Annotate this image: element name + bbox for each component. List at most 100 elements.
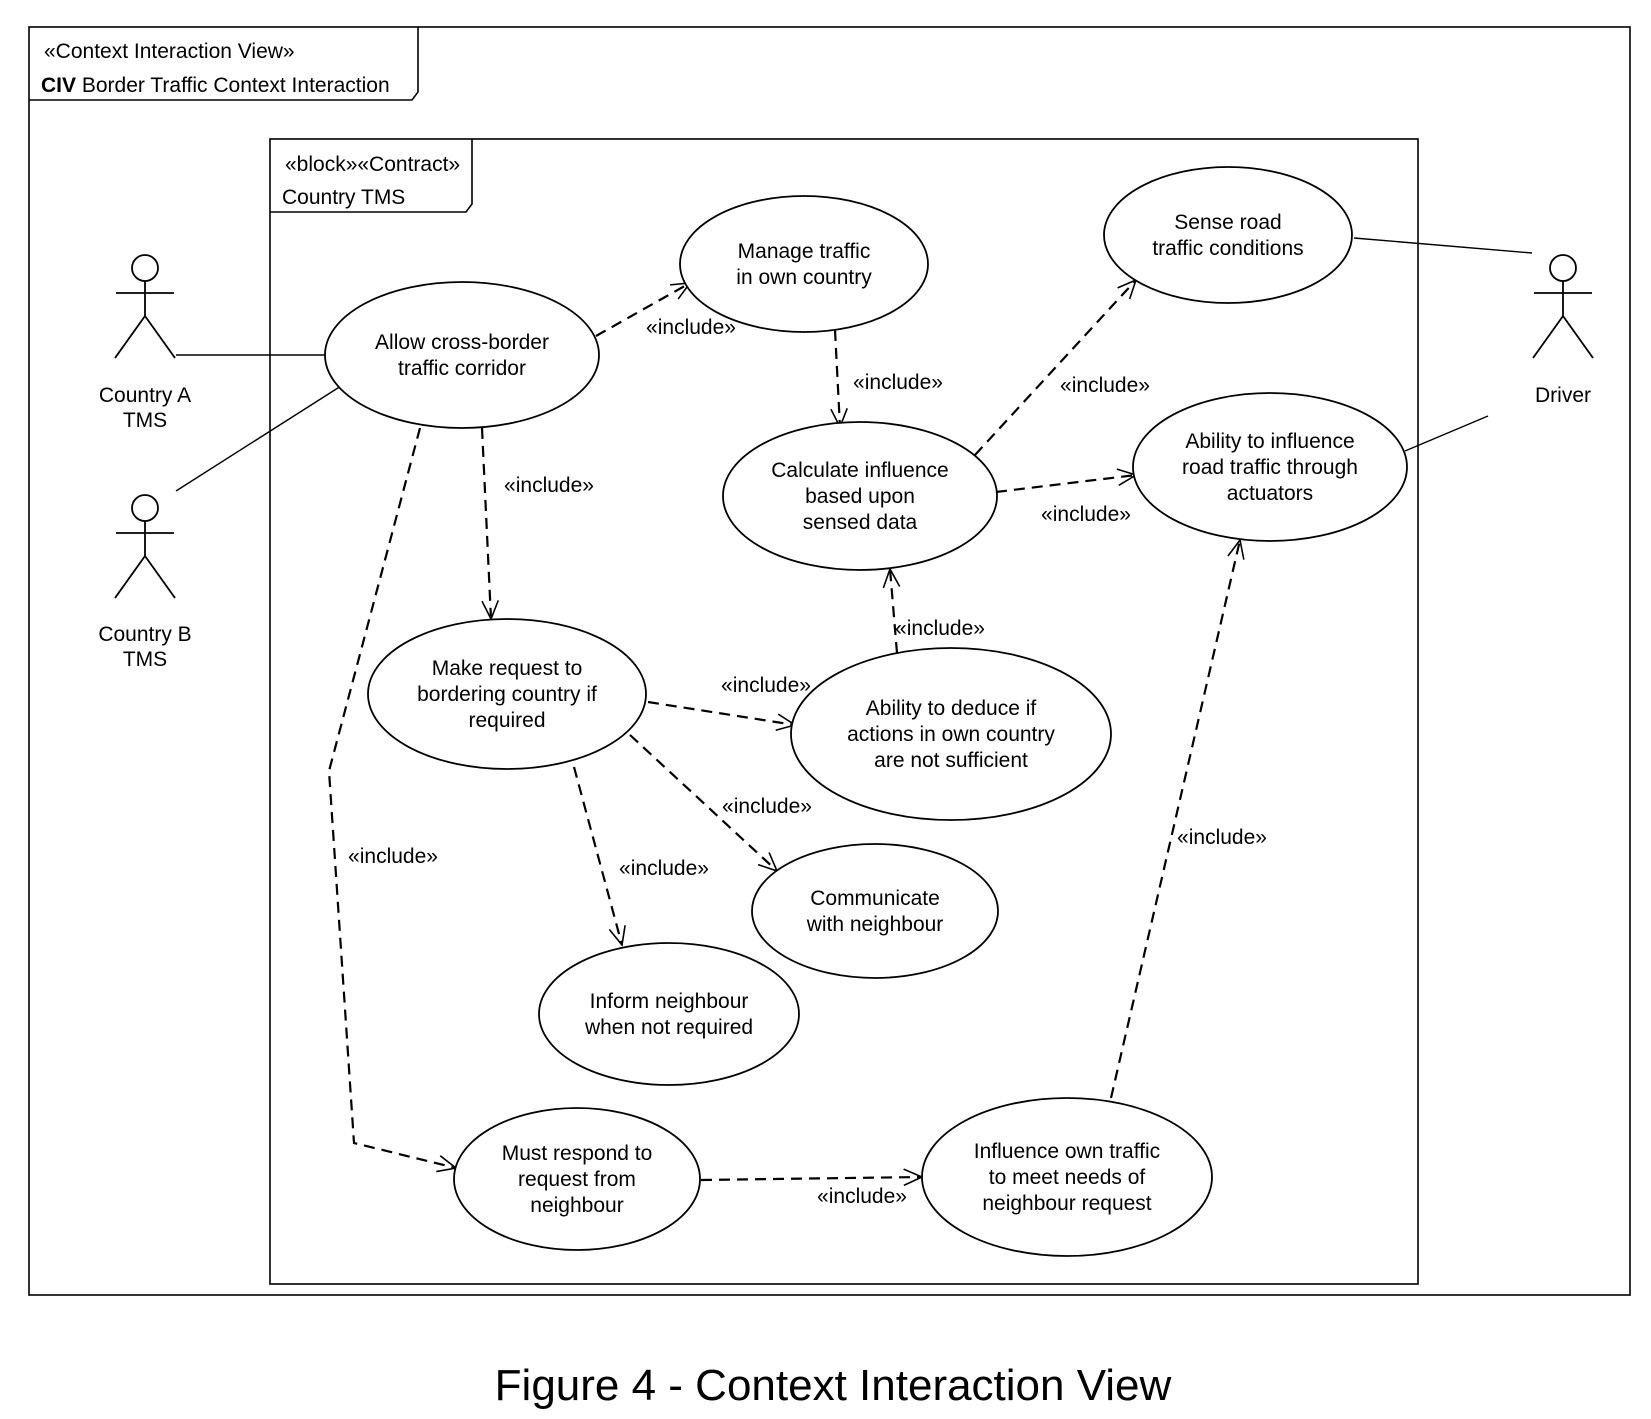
association-driver-ability_influence: [1404, 415, 1489, 452]
use-case-label: when not required: [584, 1016, 753, 1039]
include-line: [647, 700, 796, 727]
figure-caption: Figure 4 - Context Interaction View: [495, 1361, 1172, 1410]
use-case-label: to meet needs of: [989, 1166, 1146, 1189]
use-case-label: road traffic through: [1182, 456, 1358, 479]
actor-driver: Driver: [1532, 254, 1594, 407]
include-stereotype-label: «include»: [646, 316, 736, 339]
include-line: [700, 1175, 923, 1182]
include-make_request-to-inform: [572, 766, 626, 947]
include-line: [974, 279, 1137, 456]
include-line: [995, 473, 1137, 494]
use-case-ellipse: [679, 195, 929, 333]
actor-head: [131, 254, 159, 282]
include-manage-to-calc: [830, 329, 848, 429]
use-case-calc: Calculate influence based upon sensed data: [722, 421, 998, 571]
frame-stereotype: «Context Interaction View»: [44, 40, 295, 63]
include-stereotype-label: «include»: [817, 1185, 907, 1208]
use-case-label: Inform neighbour: [590, 990, 749, 1013]
use-case-label: traffic conditions: [1152, 237, 1303, 260]
include-calc-to-ability_influence: [995, 468, 1138, 494]
include-allow-to-respond: [327, 427, 458, 1173]
use-case-ellipse: [921, 1097, 1213, 1257]
use-case-label: are not sufficient: [874, 749, 1028, 772]
include-label-layer: «include» «include» «include» «include» «inc…: [348, 316, 1267, 1208]
use-case-label: in own country: [736, 266, 872, 289]
use-case-ellipse: [1132, 392, 1408, 542]
actor-name: TMS: [123, 648, 167, 671]
include-stereotype-label: «include»: [1041, 503, 1131, 526]
use-case-label: based upon: [805, 485, 915, 508]
actor-name: TMS: [123, 409, 167, 432]
use-case-ellipse: [790, 647, 1112, 821]
use-case-label: Make request to: [432, 657, 583, 680]
actor-head: [1549, 254, 1577, 282]
include-line: [833, 329, 842, 428]
actor-left-leg: [1532, 315, 1564, 359]
use-case-label: Allow cross-border: [375, 331, 549, 354]
include-stereotype-label: «include»: [1060, 374, 1150, 397]
use-case-ellipse: [538, 942, 800, 1086]
use-case-manage: Manage traffic in own country: [679, 195, 929, 333]
use-case-label: neighbour request: [982, 1192, 1151, 1215]
use-case-label: sensed data: [803, 511, 918, 534]
diagram-frame: «Context Interaction View» CIV Border Tr…: [28, 26, 1631, 1296]
include-deduce-to-calc: [882, 567, 901, 654]
association-driver-sense: [1353, 237, 1533, 254]
use-case-layer: Allow cross-border traffic corridor Manage…: [324, 166, 1408, 1257]
actor-right-leg: [144, 315, 176, 359]
include-dependency-layer: [327, 278, 1245, 1187]
include-stereotype-label: «include»: [722, 795, 812, 818]
use-case-deduce: Ability to deduce if actions in own count…: [790, 647, 1112, 821]
use-case-label: actions in own country: [847, 723, 1055, 746]
use-case-ellipse: [453, 1107, 701, 1251]
include-make_request-to-deduce: [647, 700, 797, 732]
actor-name: Country B: [98, 623, 191, 646]
actor-name: Driver: [1535, 384, 1591, 407]
use-case-label: Ability to deduce if: [866, 697, 1037, 720]
system-boundary-block: «block»«Contract» Country TMS: [269, 138, 1419, 1285]
actor-right-leg: [1562, 315, 1594, 359]
use-case-sense: Sense road traffic conditions: [1103, 166, 1353, 304]
actor-name: Country A: [99, 384, 191, 407]
use-case-label: bordering country if: [417, 683, 597, 706]
use-case-label: Ability to influence: [1185, 430, 1354, 453]
include-line: [327, 427, 457, 1170]
include-stereotype-label: «include»: [853, 371, 943, 394]
use-case-label: Sense road: [1174, 211, 1281, 234]
include-stereotype-label: «include»: [895, 617, 985, 640]
use-case-ability-influence: Ability to influence road traffic through…: [1132, 392, 1408, 542]
include-stereotype-label: «include»: [348, 845, 438, 868]
actor-left-leg: [114, 555, 146, 599]
use-case-communicate: Communicate with neighbour: [751, 843, 999, 979]
include-influence_own-to-ability_influence: [1109, 538, 1245, 1099]
use-case-label: neighbour: [530, 1194, 623, 1217]
use-case-label: Calculate influence: [771, 459, 948, 482]
association-country_b-allow: [175, 385, 342, 492]
actor-head: [131, 494, 159, 522]
use-case-label: traffic corridor: [398, 357, 526, 380]
association-layer: [175, 237, 1533, 492]
use-case-label: Communicate: [810, 887, 940, 910]
include-stereotype-label: «include»: [504, 474, 594, 497]
block-stereotype: «block»«Contract»: [285, 153, 460, 176]
use-case-label: actuators: [1227, 482, 1313, 505]
use-case-label: request from: [518, 1168, 636, 1191]
use-case-label: Manage traffic: [738, 240, 871, 263]
use-case-ellipse: [751, 843, 999, 979]
include-calc-to-sense: [974, 278, 1138, 456]
use-case-ellipse: [1103, 166, 1353, 304]
open-arrowhead: [1227, 538, 1245, 560]
use-case-label: with neighbour: [806, 913, 944, 936]
frame-title: CIV Border Traffic Context Interaction: [41, 74, 390, 97]
use-case-label: required: [468, 709, 545, 732]
include-line: [1109, 539, 1242, 1099]
use-case-inform: Inform neighbour when not required: [538, 942, 800, 1086]
include-line: [629, 734, 778, 872]
use-case-ellipse: [367, 618, 647, 770]
open-arrowhead: [608, 925, 626, 947]
